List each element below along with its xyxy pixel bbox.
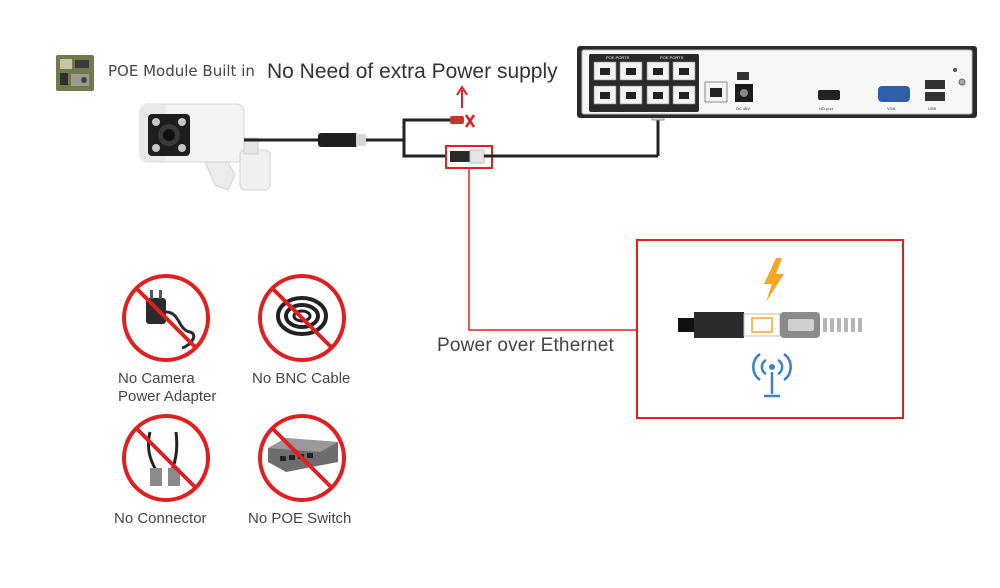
poe-module-icon: [56, 55, 94, 91]
caption-no-camera-adapter: No Camera Power Adapter: [118, 370, 216, 406]
usb-label: USB: [928, 106, 937, 111]
usb-port-2: [925, 92, 945, 101]
nvr-recorder: POE PORTS POE PORTS DC 48V HD-port VGA U…: [577, 46, 977, 118]
no-poe-switch-icon: [258, 414, 346, 502]
power-over-ethernet-label: Power over Ethernet: [437, 335, 614, 356]
hdmi-port: [818, 90, 840, 100]
vga-label: VGA: [887, 106, 896, 111]
signal-antenna-icon: [752, 352, 792, 398]
no-power-adapter-icon: [122, 274, 210, 362]
caption-line: No BNC Cable: [252, 370, 351, 387]
caption-no-poe-switch: No POE Switch: [248, 510, 351, 528]
caption-no-connector: No Connector: [114, 510, 207, 528]
poe-ports-label-2: POE PORTS: [660, 55, 684, 60]
lightning-icon: [764, 258, 784, 302]
poe-ports-label-1: POE PORTS: [606, 55, 630, 60]
caption-no-bnc-cable: No BNC Cable: [252, 370, 350, 388]
no-bnc-cable-icon: [258, 274, 346, 362]
hdmi-label: HD-port: [819, 106, 834, 111]
poe-callout-box: [636, 239, 904, 419]
usb-port-1: [925, 80, 945, 89]
dc-plug-unused: [450, 85, 476, 128]
callout-connector-line: [468, 168, 637, 331]
no-connector-icon: [122, 414, 210, 502]
camera-cable: [244, 118, 452, 158]
caption-line: No Connector: [114, 510, 207, 527]
ethernet-cable-icon: [678, 318, 694, 332]
dc-label: DC 48V: [736, 106, 750, 111]
no-extra-power-label: No Need of extra Power supply: [267, 60, 558, 83]
poe-module-label: POE Module Built in: [108, 62, 255, 80]
vga-port: [878, 86, 910, 102]
caption-line: No Camera: [118, 370, 195, 387]
caption-line: No POE Switch: [248, 510, 352, 527]
caption-line: Power Adapter: [118, 388, 217, 405]
bullet-camera-icon: [139, 103, 271, 191]
